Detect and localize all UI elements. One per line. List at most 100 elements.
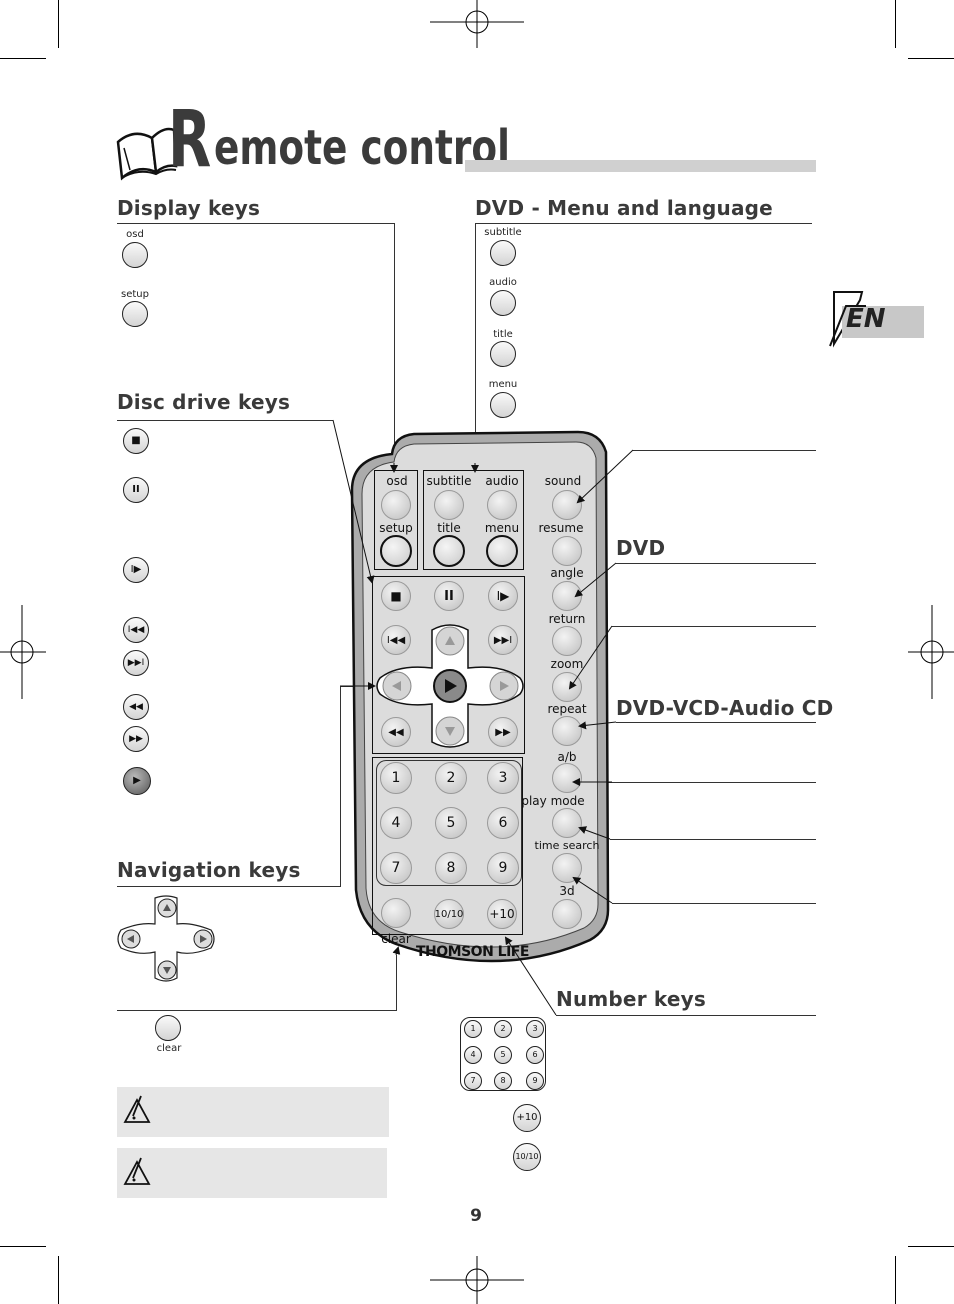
- menu-key-label: menu: [488, 379, 518, 390]
- registration-mark-bottom: [430, 1256, 524, 1304]
- remote-navigation-pad: [376, 624, 524, 748]
- remote-side-button: [552, 581, 582, 611]
- remote-side-label: play mode: [521, 794, 585, 808]
- stop-icon: ■: [123, 428, 149, 454]
- remote-number-label: 2: [446, 770, 456, 786]
- remote-number-label: 3: [498, 770, 508, 786]
- remote-clear-button: [381, 898, 411, 928]
- number-key-label: 1: [470, 1024, 476, 1033]
- page-number: 9: [470, 1206, 482, 1226]
- section-disc-drive-keys: Disc drive keys: [117, 390, 291, 414]
- registration-mark-top: [430, 0, 524, 48]
- number-key-label: 3: [532, 1024, 538, 1033]
- remote-number-label: 6: [498, 815, 508, 831]
- navigation-pad-icon: [117, 895, 215, 982]
- remote-side-label: time search: [534, 839, 600, 852]
- warning-note-icon: [123, 1157, 151, 1185]
- plus10-key-label: +10: [516, 1112, 538, 1123]
- number-key-8: 8: [494, 1072, 512, 1090]
- remote-plus10-button: +10: [487, 899, 517, 929]
- remote-number-button-7: 7: [380, 852, 412, 884]
- number-key-3: 3: [526, 1020, 544, 1038]
- note-box-1: [117, 1087, 389, 1137]
- remote-ff-button: ▶▶: [488, 717, 518, 747]
- book-icon: [116, 127, 178, 181]
- remote-audio-button: [487, 490, 517, 520]
- remote-side-button: [552, 808, 582, 838]
- remote-subtitle-button: [434, 490, 464, 520]
- remote-number-label: 8: [446, 860, 456, 876]
- remote-osd-label: osd: [386, 474, 408, 488]
- remote-pause-button: II: [434, 581, 464, 611]
- remote-side-button: [552, 853, 582, 883]
- remote-number-button-8: 8: [435, 852, 467, 884]
- remote-number-button-1: 1: [380, 762, 412, 794]
- remote-subtitle-label: subtitle: [426, 474, 472, 488]
- number-key-9: 9: [526, 1072, 544, 1090]
- remote-number-button-6: 6: [487, 807, 519, 839]
- remote-number-label: 9: [498, 860, 508, 876]
- remote-side-label: angle: [550, 566, 584, 580]
- remote-side-label: 3d: [559, 884, 575, 898]
- number-key-6: 6: [526, 1046, 544, 1064]
- remote-rewind-button: ◀◀: [381, 717, 411, 747]
- remote-side-button: [552, 763, 582, 793]
- number-key-1: 1: [464, 1020, 482, 1038]
- rewind-icon: ◀◀: [123, 694, 149, 720]
- section-dvd-vcd-audio-cd: DVD-VCD-Audio CD: [616, 696, 834, 720]
- remote-number-button-3: 3: [487, 762, 519, 794]
- fast-forward-icon: ▶▶: [123, 726, 149, 752]
- remote-osd-button: [381, 490, 411, 520]
- remote-resume-label: resume: [538, 521, 584, 535]
- page-title: Remote control: [168, 100, 588, 180]
- number-key-4: 4: [464, 1046, 482, 1064]
- number-key-label: 8: [500, 1076, 506, 1085]
- remote-side-button: [552, 899, 582, 929]
- title-underbar: [465, 160, 816, 172]
- title-rest: emote control: [214, 120, 510, 176]
- remote-menu-label: menu: [484, 521, 520, 535]
- remote-number-button-2: 2: [435, 762, 467, 794]
- ten-ten-key: 10/10: [513, 1143, 541, 1171]
- remote-number-label: 1: [391, 770, 401, 786]
- setup-key-label: setup: [121, 289, 149, 300]
- pause-icon: II: [123, 477, 149, 503]
- number-key-7: 7: [464, 1072, 482, 1090]
- number-key-label: 4: [470, 1050, 476, 1059]
- section-number-keys: Number keys: [556, 987, 706, 1011]
- remote-side-button: [552, 626, 582, 656]
- subtitle-key: [490, 240, 516, 266]
- remote-step-button: I▶: [488, 581, 518, 611]
- subtitle-key-label: subtitle: [484, 227, 522, 238]
- remote-resume-side-button: [552, 536, 582, 566]
- clear-key: [155, 1015, 181, 1041]
- remote-side-label: a/b: [557, 750, 577, 764]
- remote-audio-label: audio: [485, 474, 519, 488]
- remote-number-label: 4: [391, 815, 401, 831]
- remote-stop-button: ■: [381, 581, 411, 611]
- remote-plus10-label: +10: [489, 907, 515, 921]
- remote-side-button: [552, 672, 582, 702]
- audio-key: [490, 290, 516, 316]
- menu-key: [490, 392, 516, 418]
- previous-icon: I◀◀: [123, 617, 149, 643]
- number-key-label: 9: [532, 1076, 538, 1085]
- number-key-5: 5: [494, 1046, 512, 1064]
- remote-menu-button: [486, 535, 518, 567]
- plus10-key: +10: [513, 1104, 541, 1132]
- title-key: [490, 341, 516, 367]
- audio-key-label: audio: [489, 277, 517, 288]
- remote-next-button: ▶▶I: [488, 625, 518, 655]
- remote-sound-label: sound: [544, 474, 582, 488]
- remote-setup-button: [380, 535, 412, 567]
- next-icon: ▶▶I: [123, 650, 149, 676]
- remote-side-label: zoom: [550, 657, 584, 671]
- registration-mark-right: [908, 605, 954, 699]
- clear-key-label: clear: [156, 1043, 182, 1054]
- remote-number-button-4: 4: [380, 807, 412, 839]
- section-navigation-keys: Navigation keys: [117, 858, 301, 882]
- remote-setup-label: setup: [379, 521, 413, 535]
- title-initial: R: [168, 95, 212, 185]
- ten-ten-key-label: 10/10: [515, 1152, 539, 1161]
